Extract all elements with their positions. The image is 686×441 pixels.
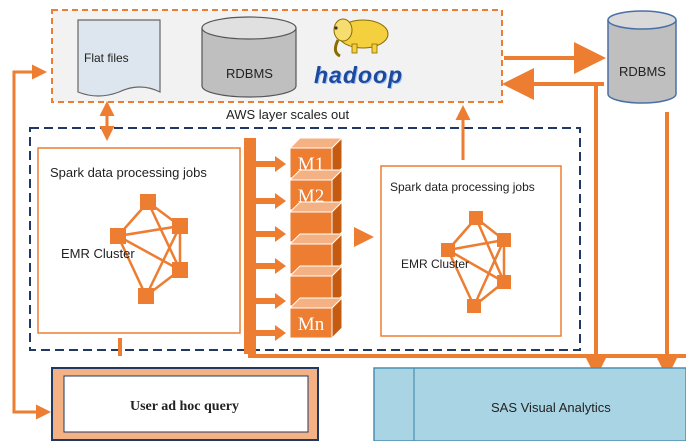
queue-cube-6: Mn <box>288 296 344 340</box>
user-query-label: User ad hoc query <box>130 399 240 414</box>
rdbms-right-label: RDBMS <box>619 64 666 79</box>
left-cluster-title: Spark data processing jobs <box>50 165 207 180</box>
hadoop-wordmark: hadoop <box>314 62 404 88</box>
sas-label: SAS Visual Analytics <box>491 400 611 415</box>
sas-box <box>373 367 686 441</box>
rdbms-source-label: RDBMS <box>226 66 273 81</box>
rdbms-right-icon <box>607 10 677 104</box>
hadoop-elephant-icon <box>333 18 389 58</box>
aws-layer-box <box>29 127 581 351</box>
left-cluster-label: EMR Cluster <box>61 246 135 261</box>
flat-files-label: Flat files <box>84 51 129 65</box>
user-query-inner <box>63 375 309 433</box>
queue-cube-4 <box>288 232 344 276</box>
flat-files-icon <box>77 19 161 97</box>
left-emr-network-icon <box>110 194 188 304</box>
rdbms-source-icon <box>201 16 297 98</box>
right-cluster-label: EMR Cluster <box>401 257 470 271</box>
left-feed-bar <box>244 138 256 354</box>
aws-caption: AWS layer scales out <box>226 107 350 122</box>
right-emr-network-icon <box>441 211 511 313</box>
queue-cube-label: Mn <box>298 314 325 335</box>
bar-to-queue-arrows <box>256 156 286 341</box>
right-cluster-title: Spark data processing jobs <box>390 180 535 194</box>
queue-cube-3 <box>288 200 344 244</box>
